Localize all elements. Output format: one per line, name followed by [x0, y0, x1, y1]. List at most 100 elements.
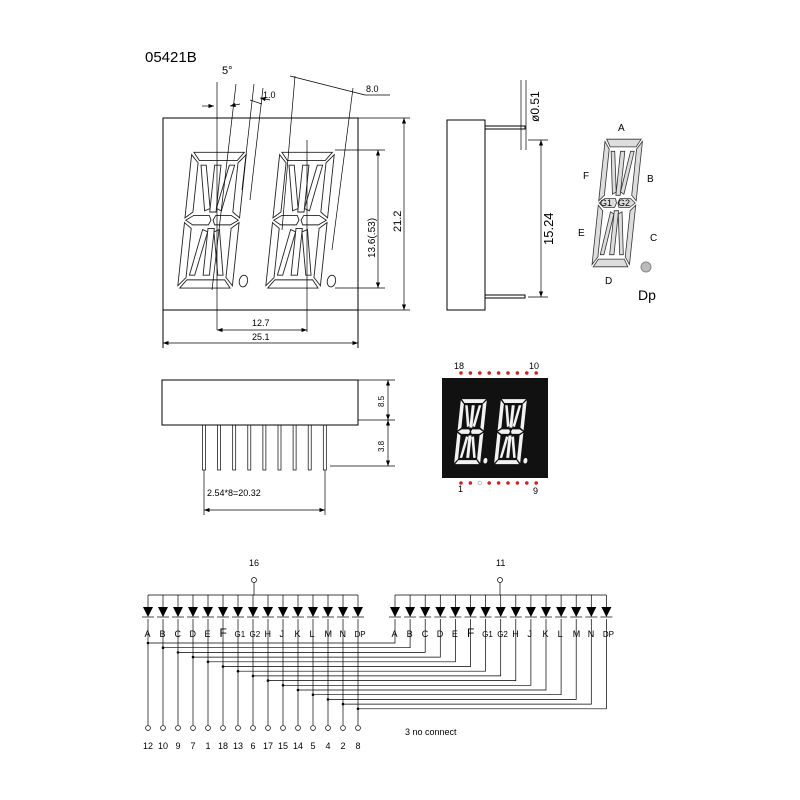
- height-label: 21.2: [392, 211, 404, 232]
- segment-l: [471, 436, 476, 458]
- connection-wire: [313, 619, 562, 696]
- segment-n: [277, 230, 295, 276]
- segment-c: [225, 223, 239, 286]
- segment-width-label: 1.0: [263, 90, 276, 100]
- pin-number: 17: [263, 741, 273, 751]
- led-diode-icon: [405, 607, 416, 617]
- connection-wire: [358, 619, 607, 710]
- segment-label: J: [527, 629, 532, 639]
- led-diode-icon: [601, 607, 612, 617]
- fourteen-segment-digit: [266, 152, 350, 288]
- segment-m: [203, 228, 214, 275]
- segment-j: [210, 165, 221, 212]
- pin-dot: [534, 371, 538, 375]
- pin-number: 10: [158, 741, 168, 751]
- pin-terminal: [220, 725, 226, 731]
- led-diode-icon: [586, 607, 597, 617]
- segment-c: [624, 205, 635, 264]
- segment-j: [509, 405, 515, 428]
- segment-label-a: A: [618, 123, 625, 134]
- segment-label-g2: G2: [618, 198, 630, 208]
- segment-m: [610, 211, 619, 255]
- segment-j: [616, 151, 625, 195]
- segment-b: [232, 155, 246, 218]
- width-label: 25.1: [252, 332, 270, 342]
- segment-label-dp: Dp: [638, 287, 656, 303]
- pin: [202, 424, 206, 471]
- segment-f: [273, 155, 287, 218]
- segment-a: [193, 152, 244, 160]
- led-diode-icon: [353, 607, 363, 617]
- pin-terminal: [265, 725, 271, 731]
- segment-label: G2: [497, 630, 508, 639]
- segment-g2: [213, 216, 239, 225]
- pin-number: 18: [218, 741, 228, 751]
- pin-dot: [478, 371, 482, 375]
- decimal-point: [239, 275, 249, 287]
- led-diode-icon: [173, 607, 183, 617]
- segment-label: J: [280, 629, 285, 639]
- led-diode-icon: [143, 607, 153, 617]
- led-diode-icon: [188, 607, 198, 617]
- pin-number: 2: [340, 741, 345, 751]
- side-view: ø0.51 15.24: [446, 80, 556, 311]
- pin-terminal: [145, 725, 151, 731]
- segment-a: [501, 399, 526, 404]
- segment-a: [606, 139, 641, 147]
- led-diode-icon: [323, 607, 333, 617]
- segment-label-d: D: [605, 276, 612, 287]
- segment-label: A: [392, 629, 398, 639]
- segment-l: [297, 230, 315, 276]
- segment-n: [189, 230, 207, 276]
- pin-terminal: [355, 725, 361, 731]
- segment-k: [620, 151, 634, 194]
- segment-label: G2: [250, 630, 261, 639]
- pin-dot: [459, 481, 463, 485]
- pin-number: 8: [355, 741, 360, 751]
- pin-length-label: 3.8: [377, 440, 386, 452]
- segment-label: B: [160, 629, 166, 639]
- pin-terminal: [340, 725, 346, 731]
- connection-wire: [223, 619, 471, 667]
- connection-wire: [208, 619, 456, 663]
- led-diode-icon: [263, 607, 273, 617]
- segment-label: DP: [355, 630, 366, 639]
- pin-dot: [515, 481, 520, 485]
- connection-wire: [148, 619, 396, 644]
- segment-b: [520, 400, 527, 431]
- fourteen-segment-digit: [454, 399, 488, 465]
- pin: [307, 424, 312, 471]
- connection-wire: [283, 619, 532, 686]
- segment-a: [281, 152, 332, 160]
- pin-number: 6: [250, 741, 255, 751]
- pin-dot: [534, 481, 538, 485]
- pin-terminal: [280, 725, 286, 731]
- segment-g1: [497, 429, 510, 434]
- segment-m: [506, 435, 512, 458]
- segment-label: DP: [603, 630, 614, 639]
- common-pin-left: 16: [249, 558, 259, 568]
- segment-k: [216, 165, 234, 211]
- led-diode-icon: [571, 607, 582, 617]
- segment-e: [454, 432, 461, 463]
- led-diode-icon: [248, 607, 258, 617]
- pin-dot: [525, 371, 529, 375]
- segment-c: [313, 223, 327, 286]
- row-spacing-label: 15.24: [541, 212, 556, 245]
- char-height-label: 13.6(.53): [367, 218, 378, 258]
- led-diode-icon: [465, 607, 476, 617]
- segment-l: [511, 436, 516, 458]
- segment-label: L: [310, 629, 315, 639]
- pin-dot: [459, 371, 463, 375]
- pin: [217, 424, 221, 471]
- connection-wire: [193, 619, 441, 658]
- pitch-label: 12.7: [252, 318, 270, 328]
- segment-n: [499, 436, 509, 458]
- segment-label-b: B: [647, 174, 654, 185]
- pin-dot: [506, 481, 510, 485]
- pin-number: 5: [310, 741, 315, 751]
- photo-pin-9: 9: [533, 486, 538, 496]
- fourteen-segment-digit: [592, 139, 643, 267]
- segment-d: [495, 460, 520, 465]
